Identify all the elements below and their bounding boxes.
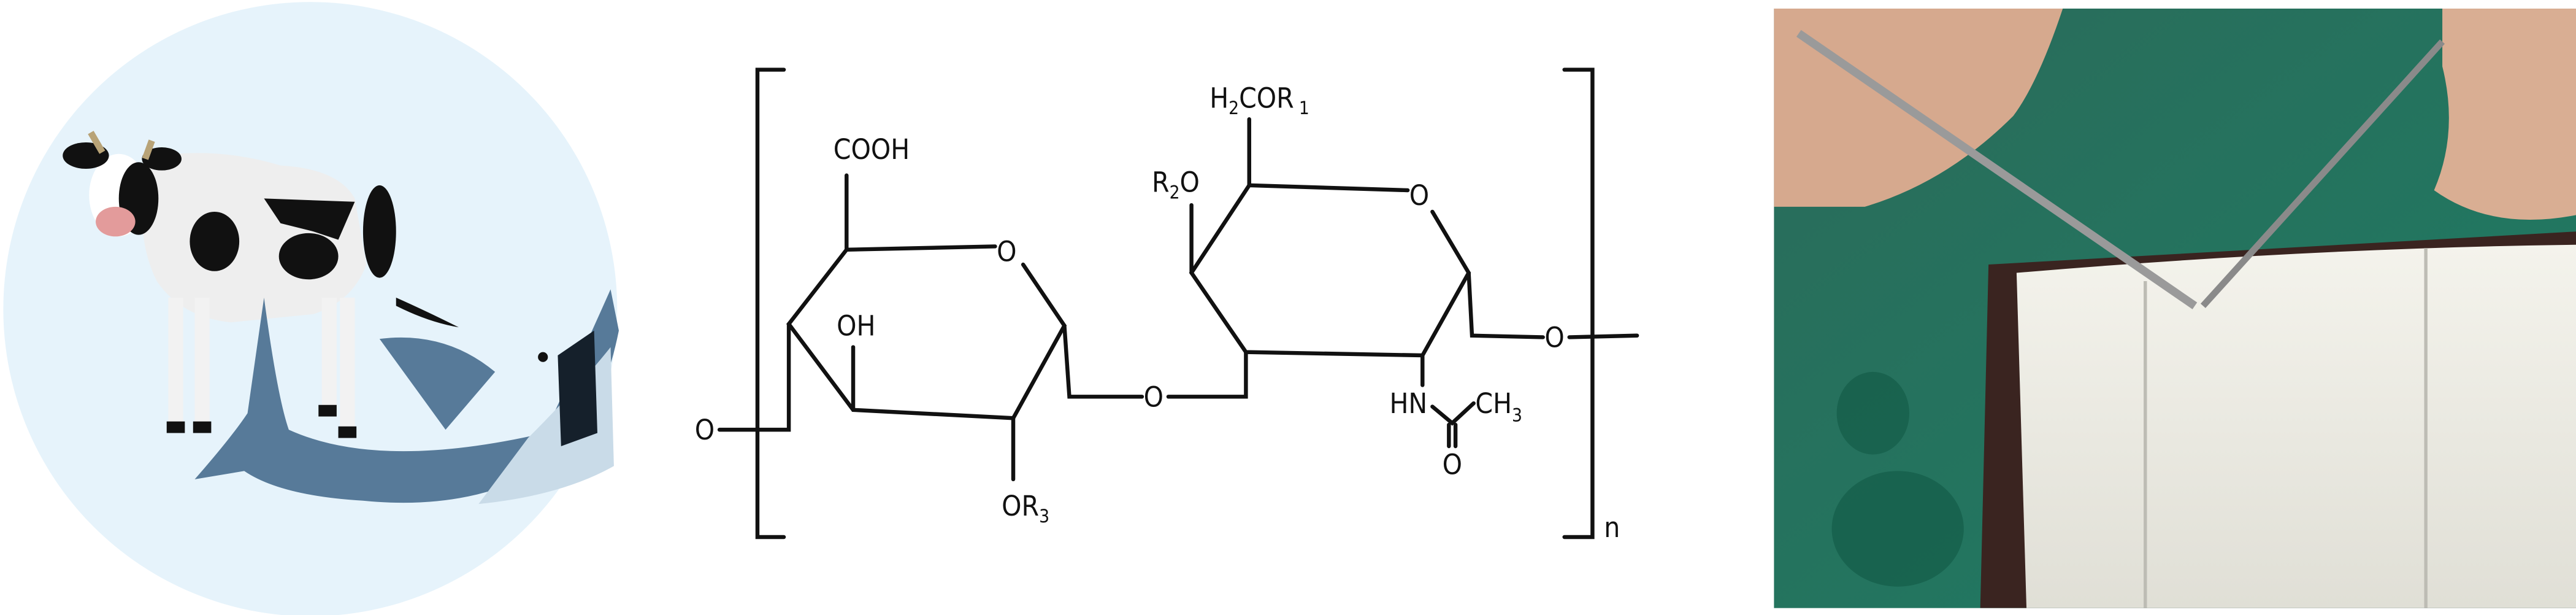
gauze-membrane: [2016, 244, 2576, 608]
oh-label: OH: [837, 310, 875, 342]
right-forceps: [2200, 39, 2445, 308]
ring-1-bonds: [786, 244, 1067, 420]
cow-icon: [63, 131, 459, 438]
right-o-bond-out: [1567, 333, 1639, 339]
glyco-bond-right: [1166, 350, 1248, 399]
shark-icon: [194, 289, 619, 505]
glyco-bond-left: [1062, 323, 1144, 399]
carbonyl-oxygen: O: [1443, 449, 1462, 481]
cooh-label: COOH: [834, 133, 910, 166]
right-o-bond-in: [1466, 271, 1545, 339]
left-hand: [1774, 9, 2063, 207]
or3-label: OR3: [1002, 490, 1049, 527]
glycosidic-oxygen: O: [1144, 381, 1163, 413]
right-oxygen: O: [1544, 322, 1564, 354]
amide-bonds: [1430, 401, 1476, 449]
surgical-photo: [1774, 9, 2576, 608]
hn-label: HN: [1389, 387, 1427, 420]
ch3-label: CH3: [1475, 387, 1522, 425]
ring-2-oxygen: O: [1409, 179, 1429, 212]
left-forceps: [1796, 29, 2198, 309]
left-oxygen: O: [695, 414, 715, 446]
left-o-bond: [717, 322, 791, 432]
right-hand: [2434, 9, 2576, 220]
cow-shark-illustration: [3, 2, 619, 615]
ring-1-oxygen: O: [997, 236, 1016, 268]
left-bracket: [755, 68, 786, 540]
repeat-n-label: n: [1604, 511, 1620, 544]
r2o-label: R2O: [1152, 166, 1200, 203]
right-bracket: [1562, 68, 1595, 540]
